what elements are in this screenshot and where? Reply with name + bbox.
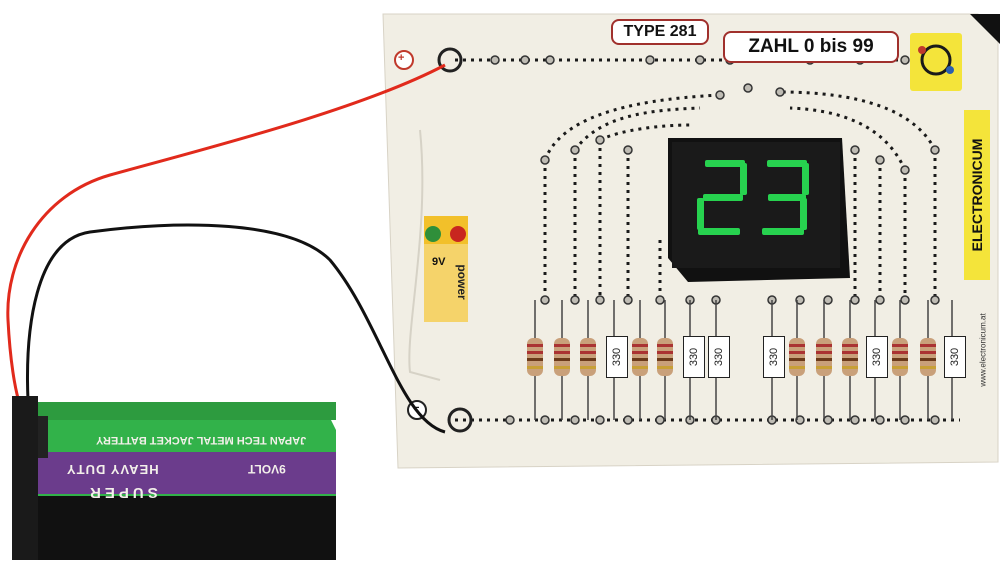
range-label: ZAHL 0 bis 99 — [723, 31, 899, 63]
battery-icon — [424, 216, 468, 322]
resistor-label: 330 — [763, 336, 785, 378]
mini-battery-voltage: 9V — [432, 256, 446, 268]
nine-volt-battery — [12, 396, 336, 560]
pads — [490, 55, 940, 425]
display-digit-2 — [697, 160, 747, 235]
minus-symbol: − — [413, 402, 420, 414]
type-label: TYPE 281 — [611, 19, 709, 45]
resistor-label: 330 — [866, 336, 888, 378]
board-shadow-line — [408, 129, 441, 381]
battery-line-2: HEAVY DUTY — [66, 462, 159, 477]
power-terminals — [437, 47, 473, 433]
resistors — [527, 338, 936, 376]
top-rail — [455, 58, 960, 422]
resistor-label: 330 — [708, 336, 730, 378]
display-digit-3 — [762, 160, 809, 235]
battery-line-1: JAPAN TECH METAL JACKET BATTERY — [96, 434, 307, 446]
seven-segment-display — [668, 138, 850, 282]
positive-wire — [6, 63, 446, 406]
battery-line-3: 9VOLT — [248, 462, 286, 476]
battery-line-4: SUPER — [86, 484, 158, 501]
negative-wire — [26, 223, 446, 434]
website-text: www.electronicum.at — [978, 313, 988, 387]
resistor-label: 330 — [606, 336, 628, 378]
mini-battery-brand: power — [455, 264, 469, 300]
resistor-label: 330 — [683, 336, 705, 378]
resistor-label: 330 — [944, 336, 966, 378]
electronicum-logo — [910, 33, 962, 91]
board-corner-cut — [970, 14, 1000, 44]
plus-terminal-icon — [394, 50, 414, 70]
brand-strip: ELECTRONICUM — [964, 110, 990, 280]
plus-symbol: + — [398, 52, 405, 64]
brand-name: ELECTRONICUM — [969, 138, 985, 252]
